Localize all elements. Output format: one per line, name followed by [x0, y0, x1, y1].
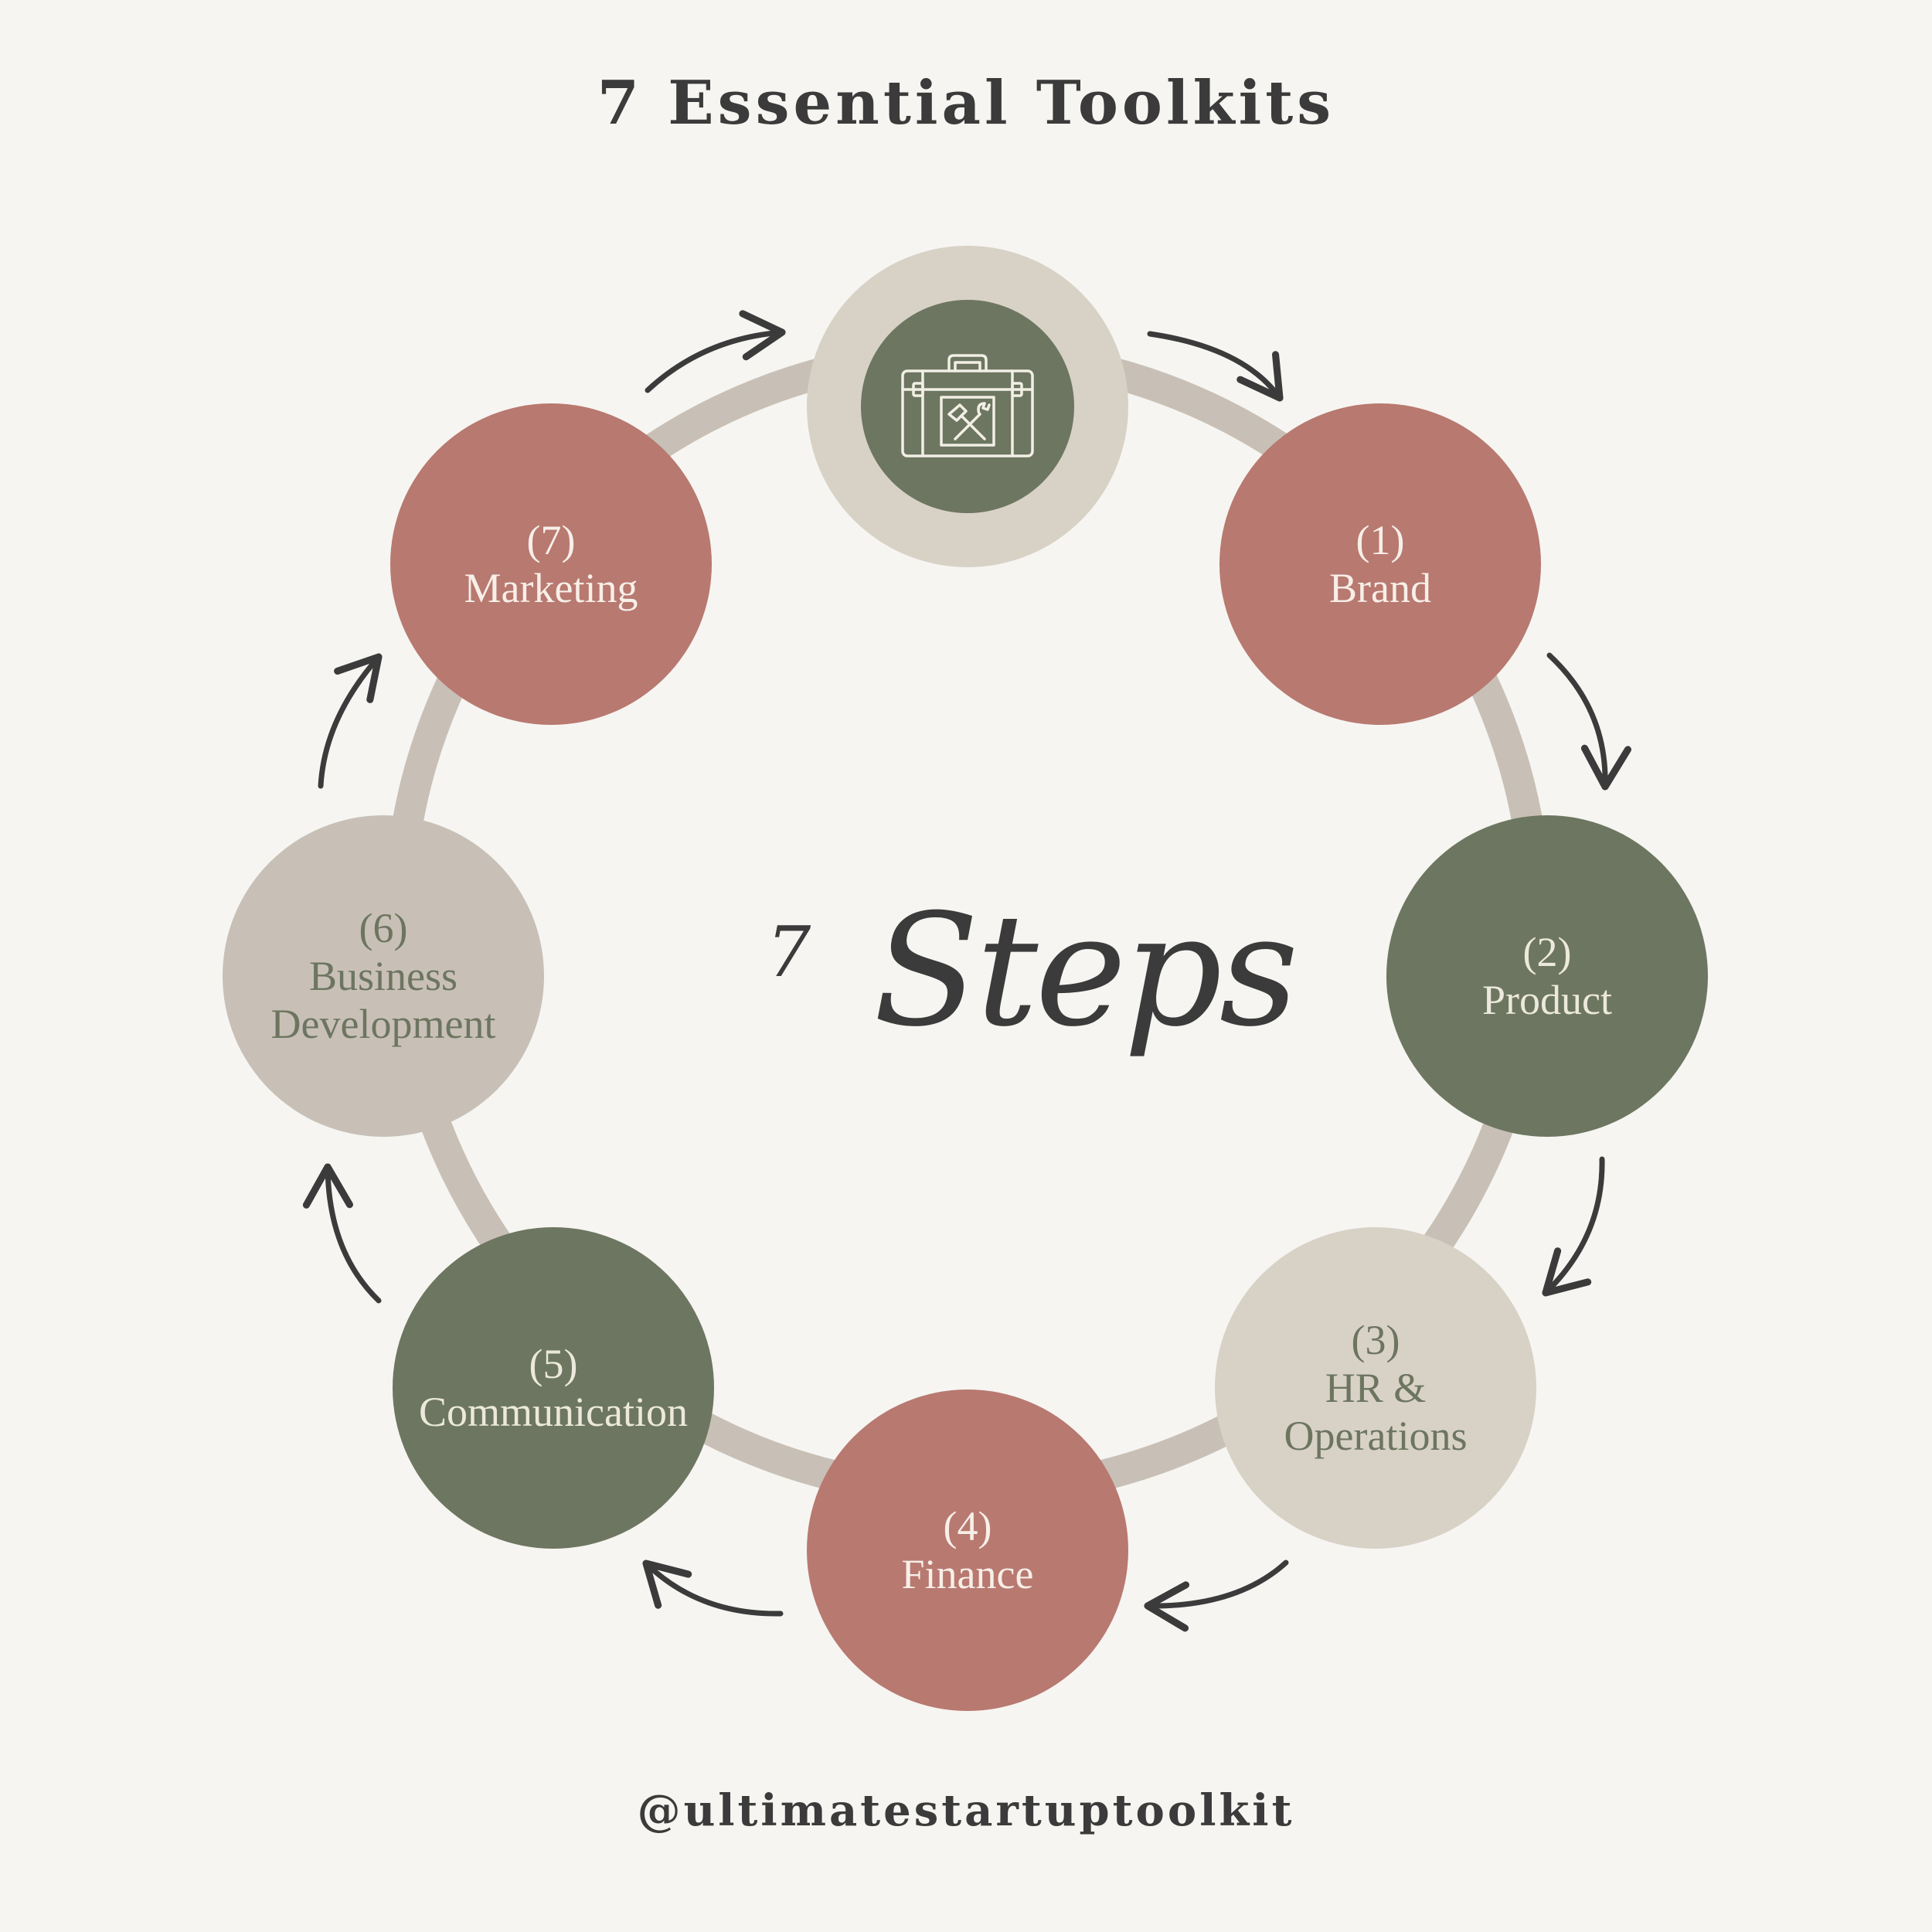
- social-handle: @ultimatestartuptoolkit: [637, 1785, 1295, 1836]
- arrow-communication-to-business: [302, 1163, 382, 1304]
- step-label: Product: [1482, 977, 1612, 1023]
- arrow-business-to-marketing: [318, 653, 383, 789]
- step-label: Business Development: [270, 953, 496, 1047]
- toolbox-icon: [901, 354, 1034, 457]
- arrow-hr-to-finance: [1144, 1560, 1289, 1632]
- step-label: Marketing: [464, 565, 638, 611]
- center-number: 7: [767, 912, 811, 993]
- step-number: (4): [943, 1503, 992, 1549]
- step-brand: (1) Brand: [1219, 403, 1541, 725]
- hub-circle: [861, 300, 1074, 513]
- center-word: Steps: [873, 881, 1298, 1061]
- arrow-finance-to-communication: [642, 1560, 784, 1617]
- diagram-title: 7 Essential Toolkits: [597, 68, 1335, 138]
- step-product: (2) Product: [1386, 815, 1708, 1137]
- step-label: Brand: [1329, 565, 1431, 611]
- arrow-marketing-to-hub: [645, 310, 786, 393]
- step-number: (5): [529, 1341, 578, 1387]
- arrow-brand-to-product: [1546, 652, 1631, 791]
- step-hr-operations: (3) HR & Operations: [1215, 1227, 1536, 1549]
- step-label: Communication: [419, 1389, 688, 1435]
- step-number: (2): [1522, 929, 1572, 975]
- step-number: (1): [1355, 517, 1405, 563]
- arrow-product-to-hr: [1542, 1156, 1605, 1297]
- step-communication: (5) Communication: [393, 1227, 714, 1549]
- step-label: HR & Operations: [1284, 1365, 1468, 1459]
- step-marketing: (7) Marketing: [390, 403, 712, 725]
- step-number: (6): [359, 905, 408, 951]
- center-caption: 7 Steps: [742, 866, 1298, 1066]
- step-label: Finance: [901, 1551, 1034, 1597]
- step-number: (3): [1351, 1317, 1400, 1363]
- step-finance: (4) Finance: [807, 1389, 1128, 1711]
- arrow-hub-to-brand: [1147, 331, 1284, 402]
- step-number: (7): [526, 517, 576, 563]
- step-business-development: (6) Business Development: [223, 815, 544, 1137]
